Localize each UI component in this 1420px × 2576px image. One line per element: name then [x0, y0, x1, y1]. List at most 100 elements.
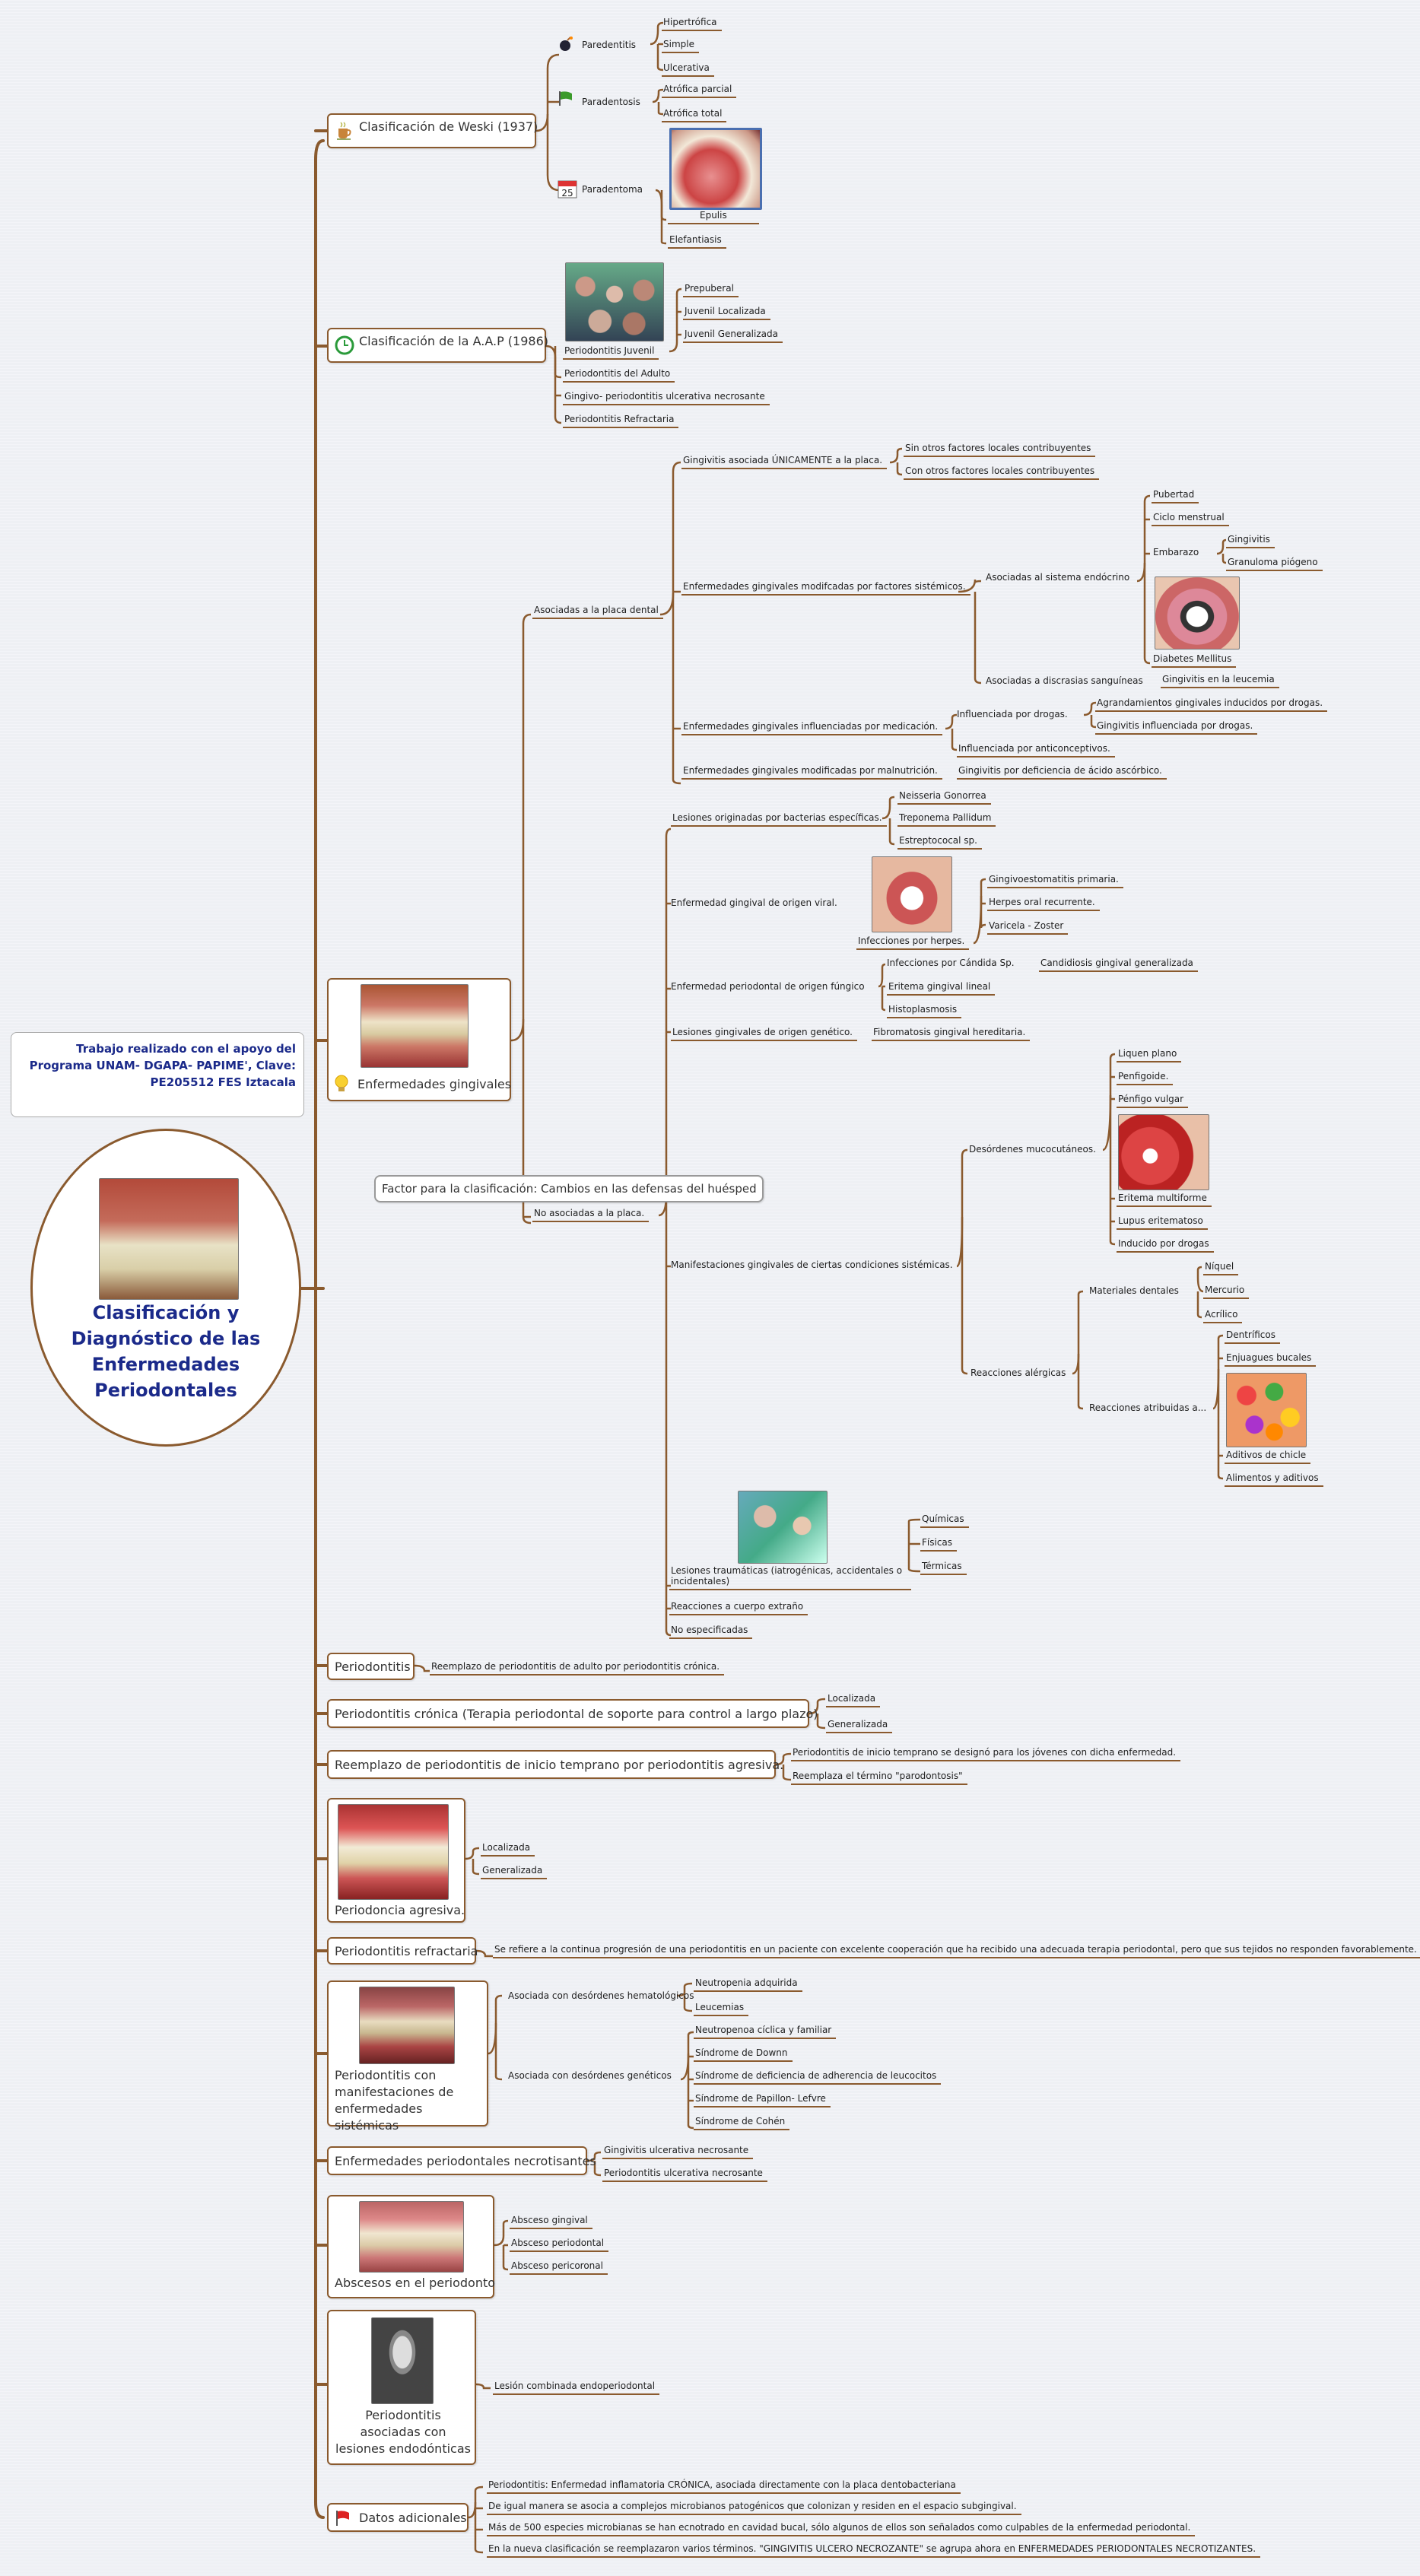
pubertad[interactable]: Pubertad [1152, 489, 1199, 503]
modificadas-sistemicos[interactable]: Enfermedades gingivales modifcadas por f… [681, 581, 970, 596]
mercurio[interactable]: Mercurio [1203, 1285, 1250, 1299]
reacciones-atribuidas[interactable]: Reacciones atribuidas a... [1089, 1402, 1207, 1413]
gingivitis-necrosante[interactable]: Gingivitis ulcerativa necrosante [602, 2145, 754, 2159]
periodontitis-necrosante[interactable]: Periodontitis ulcerativa necrosante [602, 2168, 767, 2182]
topic-abscesos[interactable]: Abscesos en el periodonto [327, 2195, 495, 2298]
juvenil-localizada[interactable]: Juvenil Localizada [683, 306, 770, 320]
epulis[interactable]: Epulis [668, 210, 759, 224]
granuloma-piogeno[interactable]: Granuloma piógeno [1226, 557, 1323, 571]
bacterias-especificas[interactable]: Lesiones originadas por bacterias especí… [671, 812, 887, 827]
periodontitis-juvenil[interactable]: Periodontitis Juvenil [563, 345, 659, 360]
paradentosis[interactable]: Paradentosis [582, 97, 640, 107]
root-topic[interactable]: Clasificación y Diagnóstico de las Enfer… [30, 1129, 301, 1447]
no-especificadas[interactable]: No especificadas [669, 1625, 753, 1639]
eritema-multiforme[interactable]: Eritema multiforme [1117, 1193, 1212, 1207]
sindrome-down[interactable]: Síndrome de Downn [694, 2047, 793, 2062]
herpes-recurrente[interactable]: Herpes oral recurrente. [987, 897, 1100, 911]
inducido-drogas[interactable]: Inducido por drogas [1117, 1238, 1214, 1253]
dentrificos[interactable]: Dentríficos [1225, 1329, 1280, 1344]
gingivitis-unicamente[interactable]: Gingivitis asociada ÚNICAMENTE a la plac… [681, 455, 888, 469]
infecciones-candida[interactable]: Infecciones por Cándida Sp. [887, 958, 1015, 968]
periodontitis-refractaria-aap[interactable]: Periodontitis Refractaria [563, 414, 679, 428]
ulcerativa[interactable]: Ulcerativa [662, 62, 714, 77]
penfigoide[interactable]: Penfigoide. [1117, 1071, 1174, 1085]
influenciada-drogas[interactable]: Influenciada por drogas. [957, 709, 1068, 719]
infecciones-herpes[interactable]: Infecciones por herpes. [856, 935, 970, 950]
topic-endodonticas[interactable]: Periodontitis asociadas con lesiones end… [327, 2310, 476, 2465]
con-otros-factores[interactable]: Con otros factores locales contribuyente… [904, 465, 1100, 480]
origen-genetico[interactable]: Lesiones gingivales de origen genético. [671, 1027, 857, 1041]
liquen-plano[interactable]: Liquen plano [1117, 1048, 1182, 1062]
topic-agresiva[interactable]: Periodoncia agresiva. [327, 1798, 465, 1923]
simple[interactable]: Simple [662, 39, 699, 53]
lupus[interactable]: Lupus eritematoso [1117, 1215, 1208, 1230]
manifestaciones-sistemicas[interactable]: Manifestaciones gingivales de ciertas co… [671, 1259, 953, 1270]
paredentitis[interactable]: Paredentitis [582, 40, 637, 50]
hipertrofica[interactable]: Hipertrófica [662, 17, 722, 31]
gingivoestomatitis[interactable]: Gingivoestomatitis primaria. [987, 874, 1123, 888]
gingivitis-leucemia[interactable]: Gingivitis en la leucemia [1161, 674, 1279, 688]
niquel[interactable]: Níquel [1203, 1261, 1239, 1275]
agrandamientos[interactable]: Agrandamientos gingivales inducidos por … [1095, 697, 1328, 712]
prepuberal[interactable]: Prepuberal [683, 283, 739, 297]
juvenil-generalizada[interactable]: Juvenil Generalizada [683, 329, 783, 343]
fibromatosis[interactable]: Fibromatosis gingival hereditaria. [872, 1027, 1031, 1041]
reemplazo-adulto[interactable]: Reemplazo de periodontitis de adulto por… [430, 1661, 725, 1676]
atrofica-total[interactable]: Atrófica total [662, 108, 727, 122]
elefantiasis[interactable]: Elefantiasis [668, 234, 726, 249]
topic-gingivales[interactable]: Enfermedades gingivales [327, 978, 511, 1101]
alimentos-aditivos[interactable]: Alimentos y aditivos [1225, 1472, 1323, 1487]
penfigo-vulgar[interactable]: Pénfigo vulgar [1117, 1094, 1189, 1108]
absceso-pericoronal[interactable]: Absceso pericoronal [510, 2260, 608, 2275]
quimicas[interactable]: Químicas [920, 1514, 969, 1528]
acrilico[interactable]: Acrílico [1203, 1309, 1243, 1323]
adicional-4[interactable]: En la nueva clasificación se reemplazaro… [487, 2543, 1261, 2558]
origen-viral[interactable]: Enfermedad gingival de origen viral. [671, 897, 837, 908]
temprano-nota-2[interactable]: Reemplaza el término "parodontosis" [791, 1771, 967, 1785]
neisseria[interactable]: Neisseria Gonorrea [897, 790, 991, 805]
desordenes-hematologicos[interactable]: Asociada con desórdenes hematológicos [508, 1990, 694, 2001]
lesiones-traumaticas[interactable]: Lesiones traumáticas (iatrogénicas, acci… [669, 1565, 911, 1590]
materiales-dentales[interactable]: Materiales dentales [1089, 1285, 1179, 1296]
topic-periodontitis[interactable]: Periodontitis [327, 1653, 415, 1680]
malnutricion[interactable]: Enfermedades gingivales modificadas por … [681, 765, 942, 780]
sindrome-papillon[interactable]: Síndrome de Papillon- Lefvre [694, 2093, 831, 2107]
absceso-periodontal[interactable]: Absceso periodontal [510, 2238, 609, 2252]
topic-temprano[interactable]: Reemplazo de periodontitis de inicio tem… [327, 1750, 783, 1779]
sistema-endocrino[interactable]: Asociadas al sistema endócrino [986, 572, 1130, 583]
topic-weski[interactable]: Clasificación de Weski (1937) [327, 113, 538, 148]
diabetes-mellitus[interactable]: Diabetes Mellitus [1152, 653, 1237, 668]
aditivos-chicle[interactable]: Aditivos de chicle [1225, 1450, 1311, 1464]
reacciones-alergicas[interactable]: Reacciones alérgicas [970, 1367, 1066, 1378]
topic-aap[interactable]: Clasificación de la A.A.P (1986) [327, 328, 548, 363]
sindrome-adherencia[interactable]: Síndrome de deficiencia de adherencia de… [694, 2070, 942, 2085]
termicas[interactable]: Térmicas [920, 1561, 967, 1575]
cronica-generalizada[interactable]: Generalizada [826, 1719, 893, 1733]
no-asociadas-placa[interactable]: No asociadas a la placa. [532, 1208, 650, 1222]
neutropenia-ciclica[interactable]: Neutropenoa cíclica y familiar [694, 2025, 837, 2039]
absceso-gingival[interactable]: Absceso gingival [510, 2215, 592, 2229]
origen-fungico[interactable]: Enfermedad periodontal de origen fúngico [671, 981, 865, 992]
lesion-combinada[interactable]: Lesión combinada endoperiodontal [493, 2381, 660, 2395]
agresiva-localizada[interactable]: Localizada [481, 1842, 535, 1857]
temprano-nota-1[interactable]: Periodontitis de inicio temprano se desi… [791, 1747, 1181, 1761]
embarazo[interactable]: Embarazo [1153, 547, 1199, 557]
gingivitis-drogas[interactable]: Gingivitis influenciada por drogas. [1095, 720, 1258, 735]
atrofica-parcial[interactable]: Atrófica parcial [662, 84, 737, 98]
discrasias[interactable]: Asociadas a discrasias sanguíneas [986, 675, 1143, 686]
candidiosis[interactable]: Candidiosis gingival generalizada [1039, 958, 1198, 972]
desordenes-geneticos[interactable]: Asociada con desórdenes genéticos [508, 2070, 672, 2081]
topic-necrotisantes[interactable]: Enfermedades periodontales necrotisantes [327, 2146, 596, 2175]
gingivitis-embarazo[interactable]: Gingivitis [1226, 534, 1275, 548]
topic-refractaria[interactable]: Periodontitis refractaria [327, 1937, 478, 1965]
estreptococal[interactable]: Estreptococal sp. [897, 835, 982, 850]
desordenes-mucocutaneos[interactable]: Desórdenes mucocutáneos. [969, 1144, 1096, 1155]
ciclo-menstrual[interactable]: Ciclo menstrual [1152, 512, 1229, 526]
topic-sistemicas[interactable]: Periodontitis con manifestaciones de enf… [327, 1980, 488, 2133]
topic-cronica[interactable]: Periodontitis crónica (Terapia periodont… [327, 1699, 818, 1728]
agresiva-generalizada[interactable]: Generalizada [481, 1865, 548, 1879]
sindrome-cohen[interactable]: Síndrome de Cohén [694, 2116, 790, 2130]
neutropenia-adquirida[interactable]: Neutropenia adquirida [694, 1977, 802, 1992]
cuerpo-extrano[interactable]: Reacciones a cuerpo extraño [669, 1601, 808, 1615]
histoplasmosis[interactable]: Histoplasmosis [887, 1004, 962, 1018]
